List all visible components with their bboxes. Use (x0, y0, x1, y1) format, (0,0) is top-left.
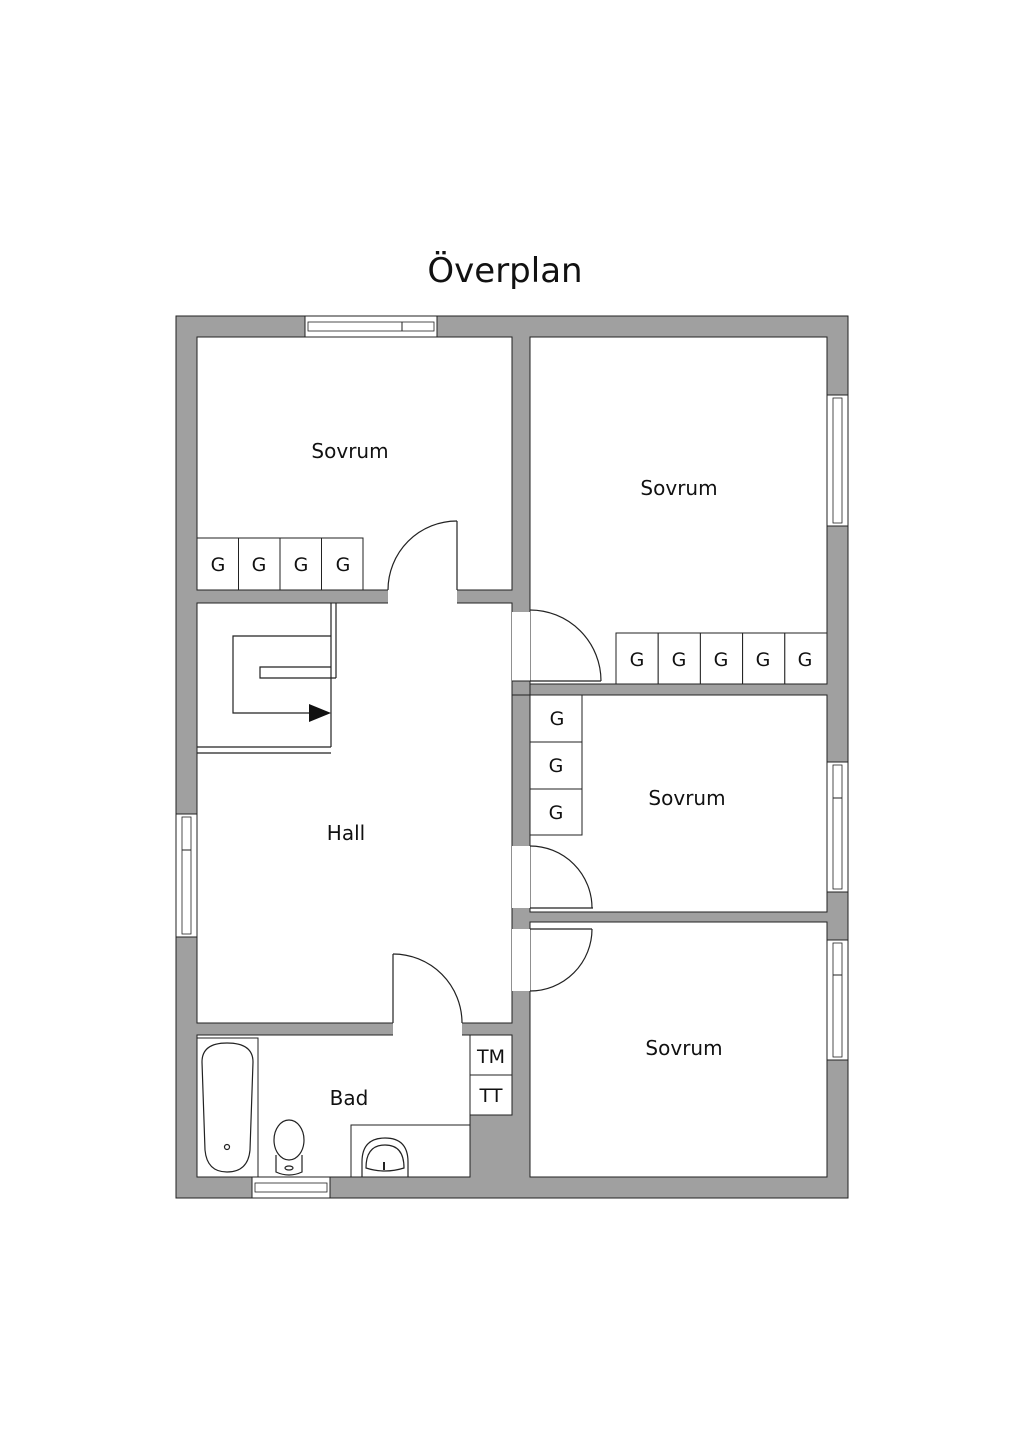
door-swing-bedroom-top-left (387, 520, 458, 591)
room-label-bedroom-middle-right: Sovrum (648, 786, 725, 810)
door-swing-bedroom-top-right (529, 609, 602, 682)
closets-middle-right: G G G (529, 694, 583, 836)
room-label-bedroom-top-right: Sovrum (640, 476, 717, 500)
svg-text:G: G (294, 554, 309, 576)
svg-text:G: G (714, 649, 729, 671)
svg-text:G: G (798, 649, 813, 671)
svg-text:G: G (550, 708, 565, 730)
door-opening-bedroom-top-right (512, 612, 530, 681)
svg-text:G: G (756, 649, 771, 671)
window-left (175, 813, 198, 938)
door-swing-bedroom-bottom-right (529, 928, 593, 992)
door-opening-bedroom-middle-right (512, 846, 530, 908)
window-right-bottom (826, 939, 849, 1061)
door-opening-bedroom-bottom-right (512, 929, 530, 991)
door-swing-bedroom-middle-right (529, 845, 593, 909)
room-label-hall: Hall (327, 821, 365, 845)
svg-text:G: G (211, 554, 226, 576)
room-bedroom-bottom-right (529, 921, 828, 1178)
svg-text:G: G (252, 554, 267, 576)
svg-text:G: G (630, 649, 645, 671)
dryer-label: TT (479, 1085, 503, 1107)
room-label-bedroom-bottom-right: Sovrum (645, 1036, 722, 1060)
window-right-middle (826, 761, 849, 893)
room-hall (196, 602, 513, 1024)
wall-stub (511, 680, 531, 696)
window-bottom (251, 1176, 331, 1199)
door-swing-bathroom (392, 953, 463, 1024)
door-opening-bedroom-top-left (388, 589, 457, 604)
svg-text:G: G (336, 554, 351, 576)
toilet-icon (273, 1119, 305, 1176)
svg-text:G: G (549, 802, 564, 824)
room-label-bathroom: Bad (330, 1086, 369, 1110)
door-opening-bathroom (393, 1022, 462, 1036)
svg-text:G: G (672, 649, 687, 671)
closets-top-right: G G G G G (615, 632, 828, 685)
window-top (304, 315, 438, 338)
closets-top-left: G G G G (196, 537, 364, 591)
staircase-icon (197, 603, 337, 754)
plan-title: Överplan (427, 250, 582, 291)
sink-icon (350, 1124, 471, 1178)
bathtub-icon (196, 1037, 259, 1178)
room-bedroom-top-right (529, 336, 828, 685)
window-right-top (826, 394, 849, 527)
room-label-bedroom-top-left: Sovrum (311, 439, 388, 463)
laundry-units: TM TT (469, 1034, 513, 1116)
svg-text:G: G (549, 755, 564, 777)
washing-machine-label: TM (476, 1046, 505, 1068)
